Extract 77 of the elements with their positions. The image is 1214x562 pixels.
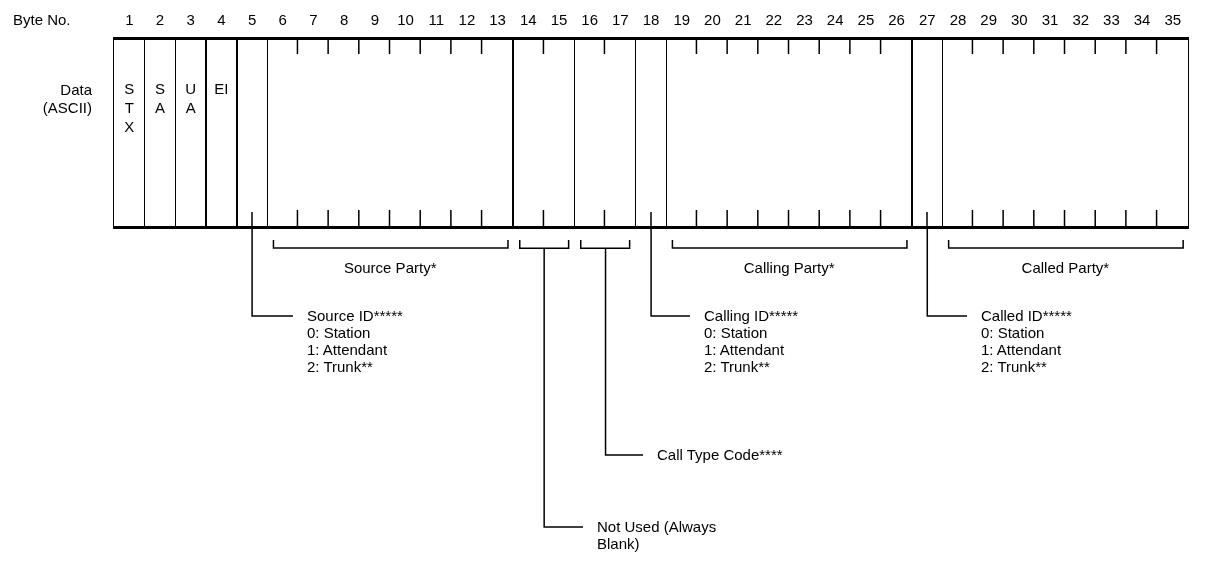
callout-text: 0: Station xyxy=(307,324,372,341)
byte-number: 6 xyxy=(278,11,287,28)
byte-number: 18 xyxy=(642,11,660,28)
field-code: STX xyxy=(123,80,136,137)
callout-heading: Not Used (Always Blank) xyxy=(597,518,717,552)
byte-number: 9 xyxy=(370,11,380,28)
callout-text: 2: Trunk** xyxy=(704,358,771,375)
field-cell xyxy=(174,37,207,229)
leader-line xyxy=(604,248,644,456)
byte-number: 24 xyxy=(826,11,844,28)
byte-number: 34 xyxy=(1133,11,1151,28)
empty-field-cell xyxy=(911,37,944,229)
byte-number: 3 xyxy=(186,11,195,28)
callout-text: 2: Trunk** xyxy=(307,358,374,375)
empty-field-cell xyxy=(512,37,576,229)
field-cell xyxy=(143,37,177,229)
callout-text: 1: Attendant xyxy=(981,341,1063,358)
row-label: Data (ASCII) xyxy=(41,81,92,117)
empty-field-cell xyxy=(665,37,913,229)
byte-number: 30 xyxy=(1011,11,1028,28)
callout-heading: Source ID***** xyxy=(307,307,403,324)
byte-number: 17 xyxy=(612,11,629,28)
callout-text: 2: Trunk** xyxy=(981,358,1048,375)
bracket xyxy=(580,240,631,249)
byte-number: 31 xyxy=(1041,11,1059,28)
field-label: Source Party* xyxy=(343,259,437,276)
byte-number: 1 xyxy=(125,11,134,28)
callout-heading: Call Type Code**** xyxy=(657,446,783,463)
byte-number: 20 xyxy=(704,11,721,28)
empty-field-cell xyxy=(941,37,1189,229)
leader-line xyxy=(251,227,294,317)
byte-number: 8 xyxy=(340,11,349,28)
field-cell xyxy=(205,37,238,229)
byte-number: 19 xyxy=(673,11,691,28)
callout-text: 1: Attendant xyxy=(307,341,389,358)
leader-line xyxy=(650,227,691,317)
field-code: UA xyxy=(184,80,198,118)
field-label: Calling Party* xyxy=(743,259,835,276)
bracket xyxy=(518,240,570,249)
byte-number: 7 xyxy=(309,11,318,28)
byte-number: 4 xyxy=(217,11,226,28)
byte-number: 29 xyxy=(980,11,997,28)
field-label: Called Party* xyxy=(1021,259,1110,276)
byte-number: 21 xyxy=(734,11,752,28)
byte-number: 35 xyxy=(1164,11,1182,28)
callout-text: 0: Station xyxy=(981,324,1046,341)
byte-number: 12 xyxy=(458,11,476,28)
leader-line xyxy=(926,227,968,317)
byte-number: 13 xyxy=(489,11,506,28)
byte-number: 23 xyxy=(796,11,813,28)
empty-field-cell xyxy=(634,37,668,229)
callout-text: 0: Station xyxy=(704,324,769,341)
byte-number: 22 xyxy=(765,11,783,28)
byte-number: 16 xyxy=(581,11,599,28)
empty-field-cell xyxy=(573,37,637,229)
byte-number: 26 xyxy=(888,11,905,28)
byte-number: 25 xyxy=(857,11,875,28)
callout-heading: Called ID***** xyxy=(981,307,1072,324)
field-code: EI xyxy=(213,80,229,99)
byte-number: 28 xyxy=(949,11,967,28)
byte-number: 11 xyxy=(428,11,444,28)
empty-field-cell xyxy=(266,37,514,229)
empty-field-cell xyxy=(236,37,269,229)
leader-line xyxy=(543,248,584,528)
field-code: SA xyxy=(154,80,167,118)
byte-number: 10 xyxy=(397,11,414,28)
row-label: Byte No. xyxy=(13,11,71,28)
byte-number: 2 xyxy=(155,11,165,28)
byte-number: 5 xyxy=(247,11,257,28)
callout-heading: Calling ID***** xyxy=(704,307,799,324)
byte-number: 15 xyxy=(550,11,568,28)
byte-number: 32 xyxy=(1072,11,1090,28)
byte-number: 27 xyxy=(918,11,936,28)
byte-number: 14 xyxy=(519,11,537,28)
byte-number: 33 xyxy=(1103,11,1120,28)
callout-text: 1: Attendant xyxy=(704,341,786,358)
field-cell xyxy=(113,37,146,229)
